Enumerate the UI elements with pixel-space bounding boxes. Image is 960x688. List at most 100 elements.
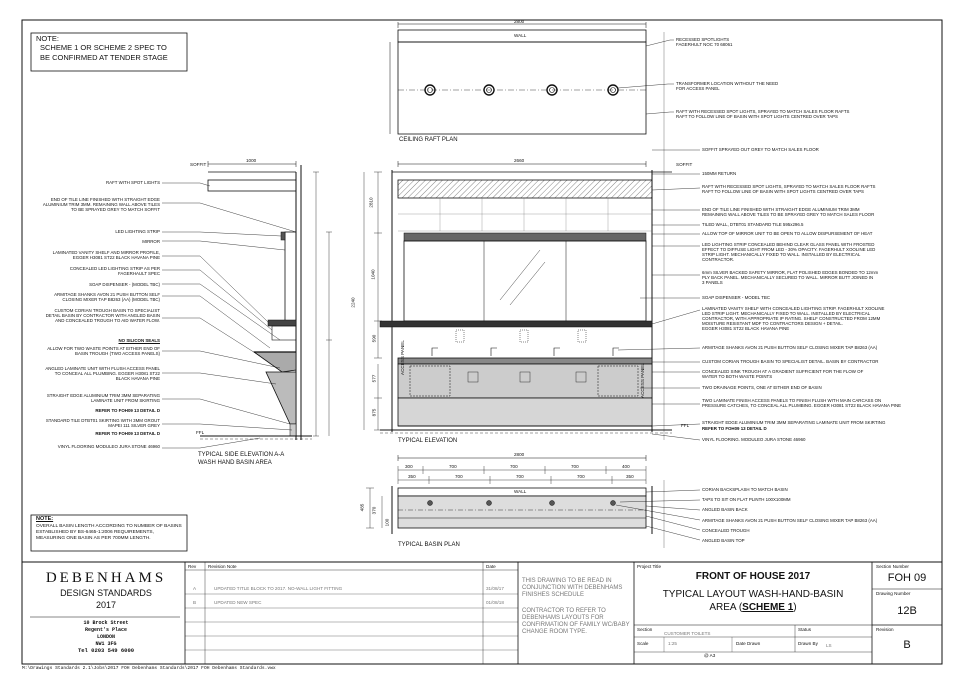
side-dim-top: 1000 — [246, 158, 257, 163]
note-top-line-1: SCHEME 1 OR SCHEME 2 SPEC TO — [40, 43, 167, 52]
ceiling-label-raft: RAFT WITH RECESSED SPOT LIGHTS, SPRAYED … — [676, 109, 850, 119]
elevation-label-corian: CUSTOM CORIAN TROUGH BASIN TO SPECIALIST… — [702, 359, 879, 364]
elevation-label-tiled-wall: TILED WALL, DTBT01 STANDARD TILE 595x296… — [702, 222, 804, 227]
elevation-label-vinyl: VINYL FLOORING. MODULEO JURA STONE 46960 — [702, 437, 806, 442]
plan-subdim-3: 700 — [571, 464, 579, 469]
plan-label-basin-back: ANGLED BASIN BACK — [702, 507, 748, 512]
elevation-label-trim: STRAIGHT EDGE ALUMINIUM TRIM 3MM SEPARAT… — [702, 420, 886, 425]
note-bottom-text: OVERALL BASIN LENGTH ACCORDING TO NUMBER… — [36, 524, 182, 541]
plan-label-plinth: TAPS TO SIT ON FLAT PLINTH 100X100MM — [702, 497, 791, 502]
elevation-label-trough: CONCEALED SINK TROUGH AT A GRADIENT SUFF… — [702, 369, 864, 379]
side-ref-2: REFER TO FOH09 13 DETAIL D — [95, 431, 160, 436]
side-soffit: SOFFIT — [190, 162, 207, 167]
address-line-3: NW1 3FG — [95, 641, 117, 647]
side-label-vinyl: VINYL FLOORING MODULEO JURA STONE 46960 — [57, 444, 160, 449]
elevation-label-soffit: SOFFIT SPRAYED OUT GREY TO MATCH SALES F… — [702, 147, 819, 152]
plan-subdim2-0: 350 — [408, 474, 416, 479]
ceiling-raft-plan — [389, 22, 674, 140]
elevation-vdim-5: 875 — [371, 408, 377, 417]
side-label-unit: ANGLED LAMINATE UNIT WITH FLUSH ACCESS P… — [45, 366, 160, 381]
note-bottom-box — [30, 514, 188, 552]
info-text-1: THIS DRAWING TO BE READ IN CONJUNCTION W… — [522, 578, 623, 598]
elevation-vdim-4: 577 — [371, 374, 377, 383]
address-line-0: 10 Brock Street — [83, 620, 129, 626]
rev-note-col-header: Revision Note — [208, 564, 237, 569]
ceiling-wall-label: WALL — [514, 33, 527, 38]
scale-label: Scale — [637, 641, 649, 646]
file-path: M:\Drawings Standards 2.1\Jobs\2017 FOH … — [22, 666, 276, 671]
plan-label-basin-top: ANGLED BASIN TOP — [702, 538, 745, 543]
ceiling-label-transformer: TRANSFORMER LOCATION WITHOUT THE NEED FO… — [676, 81, 779, 91]
rev-date-col-header: Date — [486, 564, 496, 569]
elevation-access-2: ACCESS PANEL — [640, 363, 645, 398]
elevation-soffit: SOFFIT — [676, 162, 693, 167]
drawing-title-line-2: AREA (SCHEME 1) — [636, 602, 870, 614]
address-line-4: Tel 0203 549 6000 — [77, 647, 135, 654]
side-ref-1: REFER TO FOH09 13 DETAIL D — [95, 408, 160, 413]
side-label-tap: ARMITAGE SHANKS AVON 21 PUSH BUTTON SELF… — [54, 292, 160, 302]
elevation-label-tap: ARMITAGE SHANKS AVON 21 PUSH BUTTON SELF… — [702, 345, 878, 350]
plan-subdim2-4: 350 — [626, 474, 634, 479]
drawn-by-value: LS — [826, 643, 832, 648]
elevation-vdim-1: 1040 — [370, 269, 376, 280]
typical-basin-plan — [366, 455, 701, 548]
side-label-skirting: STANDARD TILE DTBT01 SKIRTING WITH 3MM G… — [45, 418, 160, 428]
side-label-tile-end: END OF TILE LINE FINISHED WITH STRAIGHT … — [42, 197, 160, 212]
paper-size: @ A3 — [704, 653, 716, 658]
elevation-label-vanity: LAMINATED VANITY SHELF WITH CONCEALED LI… — [702, 306, 885, 331]
plan-subdim-1: 700 — [449, 464, 457, 469]
side-label-mirror: MIRROR — [142, 239, 160, 244]
drawing-number: 12B — [897, 605, 917, 617]
plan-vdim-0: 485 — [359, 503, 365, 512]
ceiling-caption: CEILING RAFT PLAN — [399, 137, 458, 143]
plan-subdim2-1: 700 — [455, 474, 463, 479]
elevation-label-mirror: 6mm SILVER BACKED SAFETY MIRROR, FLAT PO… — [702, 270, 879, 285]
title-scheme: SCHEME 1 — [742, 602, 794, 613]
side-caption-2: WASH HAND BASIN AREA — [198, 460, 272, 466]
side-label-basin: CUSTOM CORIAN TROUGH BASIN TO SPECIALIST… — [45, 308, 160, 323]
drawing-title-line-1: TYPICAL LAYOUT WASH-HAND-BASIN — [662, 589, 844, 600]
elevation-vdim-2: 590 — [371, 334, 377, 343]
rev-row-1-date: 01/08/18 — [486, 600, 504, 605]
elevation-dim: 2660 — [514, 158, 525, 163]
rev-row-0-date: 31/08/17 — [486, 586, 504, 591]
side-label-soap: SOAP DISPENSER - (MODEL TBC) — [89, 282, 160, 287]
elevation-vdim-0: 2810 — [368, 197, 374, 208]
elevation-label-access-panels: TWO LAMINATE FINISH ACCESS PANELS TO FIN… — [702, 398, 902, 408]
project-name: FRONT OF HOUSE 2017 — [695, 571, 811, 582]
plan-subdim-2: 700 — [510, 464, 518, 469]
note-top-heading: NOTE: — [36, 34, 59, 43]
elevation-label-mirror-top: ALLOW TOP OF MIRROR UNIT TO BE OPEN TO A… — [702, 231, 873, 236]
title-block — [21, 561, 943, 665]
note-top-line-2: BE CONFIRMED AT TENDER STAGE — [40, 53, 168, 62]
side-no-silicon: NO SILICON SEALS — [118, 338, 160, 343]
revision-label: Revision — [876, 627, 894, 632]
elevation-caption: TYPICAL ELEVATION — [398, 438, 458, 444]
brand-logo: DEBENHAMS — [45, 570, 167, 586]
ceiling-dim: 2800 — [514, 19, 525, 24]
plan-label-tap: ARMITAGE SHANKS AVON 21 PUSH BUTTON SELF… — [702, 518, 878, 523]
rev-row-0-rev: A — [193, 586, 197, 591]
revision-value: B — [903, 639, 911, 651]
drawing-number-label: Drawing Number — [876, 591, 911, 596]
date-drawn-label: Date Drawn — [736, 641, 761, 646]
section-value: CUSTOMER TOILETS — [664, 631, 711, 636]
elevation-label-return: 150MM RETURN — [702, 171, 737, 176]
side-ffl: FFL — [196, 430, 205, 435]
rev-row-0-note: UPDATED TITLE BLOCK TO 2017. NO-WALL LIG… — [214, 586, 343, 591]
elevation-label-led-strip: LED LIGHTING STRIP CONCEALED BEHIND CLEA… — [702, 242, 876, 262]
side-caption-1: TYPICAL SIDE ELEVATION A-A — [198, 452, 285, 458]
rev-col-header: Rev — [188, 564, 197, 569]
plan-subdim-0: 300 — [405, 464, 413, 469]
side-label-concealed-led: CONCEALED LED LIGHTING STRIP AS PER FAGE… — [69, 266, 160, 276]
section-label: Section — [637, 627, 653, 632]
drawn-by-label: Drawn By — [798, 641, 818, 646]
title-2a: AREA ( — [709, 602, 743, 613]
plan-label-backsplash: CORIAN BACKSPLASH TO MATCH BASIN — [702, 487, 788, 492]
rev-row-1-note: UPDATED NEW SPEC — [214, 600, 262, 605]
title-2c: ) — [793, 602, 797, 613]
address-line-1: Regent's Place — [84, 627, 127, 633]
plan-subdim-4: 400 — [622, 464, 630, 469]
side-label-waste: ALLOW FOR TWO WASTE POINTS AT EITHER END… — [47, 346, 160, 356]
